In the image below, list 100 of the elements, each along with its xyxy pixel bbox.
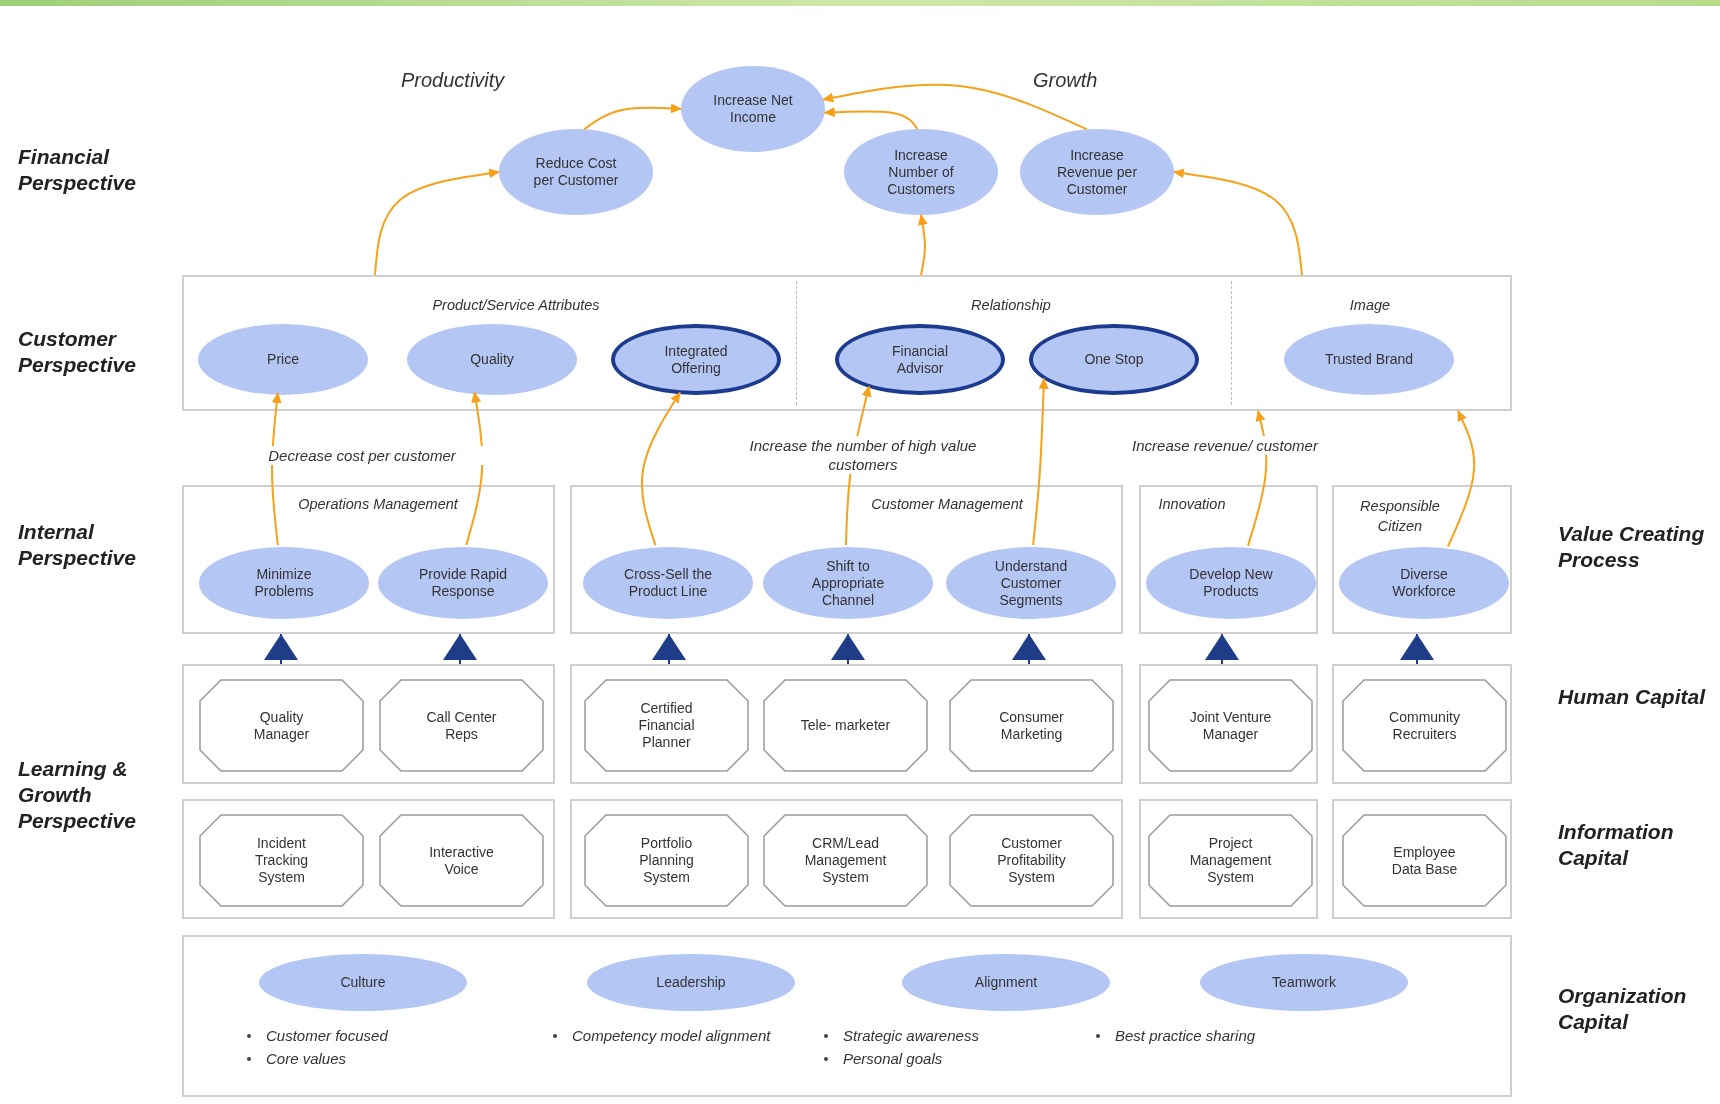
row-label: Internal Perspective xyxy=(18,519,137,571)
node-label: Financial Advisor xyxy=(890,342,949,377)
node-label: Understand Customer Segments xyxy=(993,557,1069,609)
row-label: Value Creating Process xyxy=(1558,521,1706,573)
node-label: Develop New Products xyxy=(1188,566,1274,600)
arrow xyxy=(831,633,865,665)
arrow xyxy=(1446,410,1476,548)
node-label: Employee Data Base xyxy=(1390,843,1459,878)
octagon-node xyxy=(1148,679,1313,772)
arrow xyxy=(823,107,919,131)
arrow xyxy=(271,392,282,547)
section-heading: Customer Management xyxy=(871,496,1023,512)
octagon-node xyxy=(1342,679,1507,772)
node-label: Portfolio Planning System xyxy=(638,835,695,886)
section-heading: Image xyxy=(1349,297,1391,313)
node-label: Quality xyxy=(470,351,514,368)
row-label: Human Capital xyxy=(1558,684,1707,710)
node-label: Diverse Workforce xyxy=(1391,566,1457,600)
node-label: CRM/Lead Management System xyxy=(803,835,888,886)
octagon-node xyxy=(1342,814,1507,907)
node-label: Minimize Problems xyxy=(253,566,315,600)
node-label: Customer Profitability System xyxy=(996,835,1067,886)
group-box xyxy=(1139,485,1318,634)
octagon-node xyxy=(199,679,364,772)
node-label: Increase Revenue per Customer xyxy=(1055,146,1139,198)
node-label: Integrated Offering xyxy=(663,342,729,377)
octagon-node xyxy=(763,679,928,772)
row-label: Customer Perspective xyxy=(18,326,137,378)
row-label: Financial Perspective xyxy=(18,144,137,196)
octagon-node xyxy=(584,679,749,772)
node-label: Leadership xyxy=(656,974,726,991)
bullet-text: Personal goals xyxy=(843,1050,943,1067)
group-box xyxy=(1139,799,1318,919)
group-box xyxy=(182,935,1512,1097)
arrow xyxy=(1400,633,1434,665)
node-label: Tele- marketer xyxy=(799,717,892,734)
group-box xyxy=(1332,664,1512,784)
section-heading: Relationship xyxy=(971,297,1051,313)
section-heading: Operations Management xyxy=(298,496,458,512)
arrow xyxy=(640,391,681,547)
arrow xyxy=(374,168,500,276)
bullet-text: Competency model alignment xyxy=(572,1027,771,1044)
node-label: Trusted Brand xyxy=(1324,351,1414,368)
node-label: Culture xyxy=(340,974,386,991)
bullet-text: Best practice sharing xyxy=(1115,1027,1256,1044)
node-label: Incident Tracking System xyxy=(253,835,310,886)
group-box xyxy=(570,799,1123,919)
arrow xyxy=(1247,410,1268,547)
octagon-node xyxy=(949,814,1114,907)
group-box xyxy=(182,485,555,634)
node-label: Interactive Voice xyxy=(428,843,495,878)
node-label: Teamwork xyxy=(1272,974,1336,991)
arrow xyxy=(443,633,477,665)
node-label: Provide Rapid Response xyxy=(418,566,508,600)
node-label: Consumer Marketing xyxy=(998,708,1065,743)
octagon-node xyxy=(949,679,1114,772)
node-label: Shift to Appropriate Channel xyxy=(810,557,886,609)
group-box xyxy=(1332,485,1512,634)
node-label: Community Recruiters xyxy=(1388,708,1461,743)
arrow xyxy=(822,83,1088,131)
row-label: Learning & Growth Perspective xyxy=(18,756,137,834)
arrow xyxy=(1205,633,1239,665)
arrow xyxy=(1173,168,1303,276)
node-label: Reduce Cost per Customer xyxy=(532,155,620,189)
section-heading: Responsible Citizen xyxy=(1359,497,1441,536)
node-label: Certified Financial Planner xyxy=(637,700,696,751)
node-label: Call Center Reps xyxy=(425,708,498,743)
arrow xyxy=(1032,377,1049,547)
section-heading: Innovation xyxy=(1158,496,1226,512)
arrow xyxy=(583,103,682,131)
node-label: Cross-Sell the Product Line xyxy=(623,566,713,600)
node-label: Joint Venture Manager xyxy=(1188,708,1273,743)
octagon-node xyxy=(379,679,544,772)
arrow xyxy=(264,633,298,665)
group-box xyxy=(182,664,555,784)
row-label: Organization Capital xyxy=(1558,983,1688,1035)
bullet-text: Core values xyxy=(266,1050,347,1067)
arrow xyxy=(1012,633,1046,665)
arrow xyxy=(652,633,686,665)
group-box xyxy=(1139,664,1318,784)
node-label: Increase Net Income xyxy=(712,92,794,126)
group-box xyxy=(1332,799,1512,919)
group-box xyxy=(570,485,1123,634)
node-label: Alignment xyxy=(974,974,1038,991)
row-label: Information Capital xyxy=(1558,819,1675,871)
node-label: Project Management System xyxy=(1188,835,1273,886)
arrow xyxy=(465,391,484,547)
node-label: One Stop xyxy=(1084,351,1144,368)
node-label: Increase Number of Customers xyxy=(886,146,956,198)
node-label: Price xyxy=(267,351,299,368)
section-heading: Product/Service Attributes xyxy=(432,297,600,313)
arrow xyxy=(917,214,928,276)
column-label: Growth xyxy=(1033,69,1098,92)
octagon-node xyxy=(379,814,544,907)
bullet-text: Customer focused xyxy=(266,1027,388,1044)
group-box xyxy=(570,664,1123,784)
octagon-node xyxy=(199,814,364,907)
octagon-node xyxy=(1148,814,1313,907)
octagon-node xyxy=(584,814,749,907)
group-box xyxy=(182,799,555,919)
